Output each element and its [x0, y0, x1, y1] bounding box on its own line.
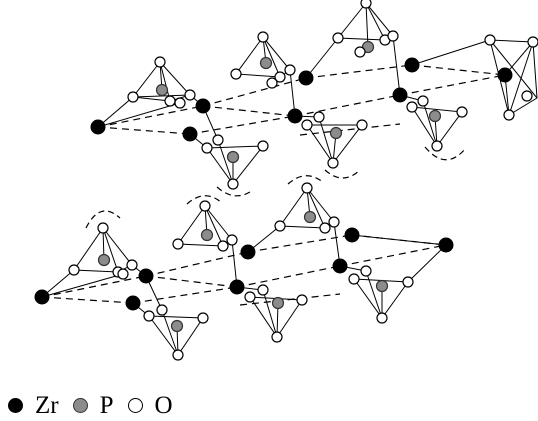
- zr-atoms: [34, 57, 513, 311]
- o-marker-icon: [127, 397, 143, 413]
- legend-item-zr: Zr: [8, 393, 59, 418]
- zr-marker-icon: [8, 397, 23, 413]
- po4-tetrahedra-lower: [41, 187, 447, 356]
- p-atoms: [97, 40, 442, 333]
- zr-network-dashes-lower: [41, 234, 447, 306]
- legend: Zr P O: [8, 392, 187, 418]
- zr-network-dashes: [97, 64, 506, 136]
- upper-layer: [97, 2, 538, 197]
- legend-item-p: P: [72, 391, 114, 419]
- p-marker-icon: [72, 397, 88, 413]
- dashed-arcs-upper: [216, 146, 467, 197]
- legend-label-o: O: [154, 391, 173, 419]
- dashed-arcs-lower: [85, 175, 325, 229]
- legend-label-p: P: [99, 391, 114, 419]
- o-atoms: [68, 0, 538, 361]
- legend-label-zr: Zr: [35, 391, 59, 419]
- legend-item-o: O: [127, 391, 173, 419]
